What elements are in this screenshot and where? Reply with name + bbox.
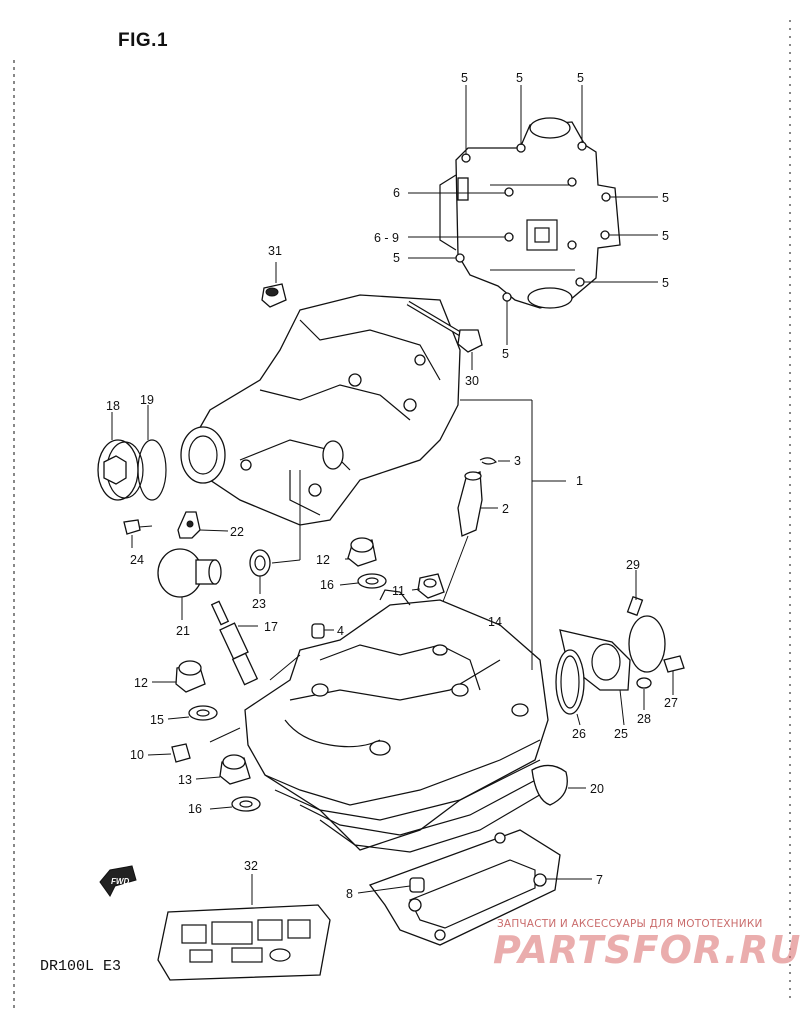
callout-13: 13 (178, 773, 192, 787)
callout-labels: 5 5 5 6 5 6 - 9 5 5 5 5 31 30 18 19 3 1 … (106, 71, 678, 901)
cylinder-head-upper (180, 294, 461, 564)
callout-11: 11 (392, 584, 405, 598)
leader-1 (460, 399, 566, 670)
callout-23: 23 (252, 597, 266, 611)
nuts-upper-right (339, 537, 445, 599)
callout-5: 5 (662, 191, 669, 205)
callout-12: 12 (134, 676, 148, 690)
callout-16: 16 (188, 802, 202, 816)
callout-27: 27 (664, 696, 678, 710)
callout-22: 22 (230, 525, 244, 539)
callout-15: 15 (150, 713, 164, 727)
fwd-arrow-icon: FWD (99, 865, 137, 897)
plug-21 (157, 548, 222, 620)
callout-5: 5 (393, 251, 400, 265)
intake-assembly (555, 570, 685, 726)
nut-31 (261, 262, 287, 308)
valve-guide-2 (435, 457, 510, 621)
callout-17: 17 (264, 620, 278, 634)
model-code: DR100L E3 (40, 958, 122, 975)
watermark-tagline: ЗАПЧАСТИ И АКСЕССУАРЫ ДЛЯ МОТОТЕХНИКИ (497, 918, 763, 930)
callout-14: 14 (488, 615, 502, 629)
callout-10: 10 (130, 748, 144, 762)
callout-12: 12 (316, 553, 330, 567)
bolt-30 (406, 300, 483, 370)
callout-5: 5 (502, 347, 509, 361)
callout-19: 19 (140, 393, 154, 407)
callout-5: 5 (461, 71, 468, 85)
callout-5: 5 (516, 71, 523, 85)
callout-20: 20 (590, 782, 604, 796)
head-cover (439, 117, 621, 309)
callout-16: 16 (320, 578, 334, 592)
gasket-set-32 (157, 874, 331, 981)
cylinder-head-lower (209, 589, 586, 853)
callout-29: 29 (626, 558, 640, 572)
callout-21: 21 (176, 624, 190, 638)
gasket-7 (357, 829, 592, 946)
callout-1: 1 (576, 474, 583, 488)
callout-5: 5 (662, 229, 669, 243)
callout-8: 8 (346, 887, 353, 901)
callout-5: 5 (662, 276, 669, 290)
callout-4: 4 (337, 624, 344, 638)
callout-24: 24 (130, 553, 144, 567)
callout-28: 28 (637, 712, 651, 726)
callout-26: 26 (572, 727, 586, 741)
callout-7: 7 (596, 873, 603, 887)
head-cover-leaders (408, 85, 658, 345)
fwd-marker-text: FWD (111, 877, 129, 886)
callout-6: 6 (393, 186, 400, 200)
bolt-24-clip-22 (123, 511, 229, 548)
washer-23 (249, 549, 271, 594)
callout-32: 32 (244, 859, 258, 873)
watermark-logo: PARTSFOR.RU (493, 928, 800, 972)
callout-3: 3 (514, 454, 521, 468)
callout-18: 18 (106, 399, 120, 413)
callout-6-9: 6 - 9 (374, 231, 399, 245)
spark-plug-17 (210, 600, 259, 686)
figure-title: FIG.1 (118, 30, 169, 51)
cap-18-oring-19 (97, 405, 167, 501)
callout-5: 5 (577, 71, 584, 85)
fasteners-left (147, 660, 261, 812)
callout-25: 25 (614, 727, 628, 741)
callout-30: 30 (465, 374, 479, 388)
callout-31: 31 (268, 244, 282, 258)
callout-2: 2 (502, 502, 509, 516)
